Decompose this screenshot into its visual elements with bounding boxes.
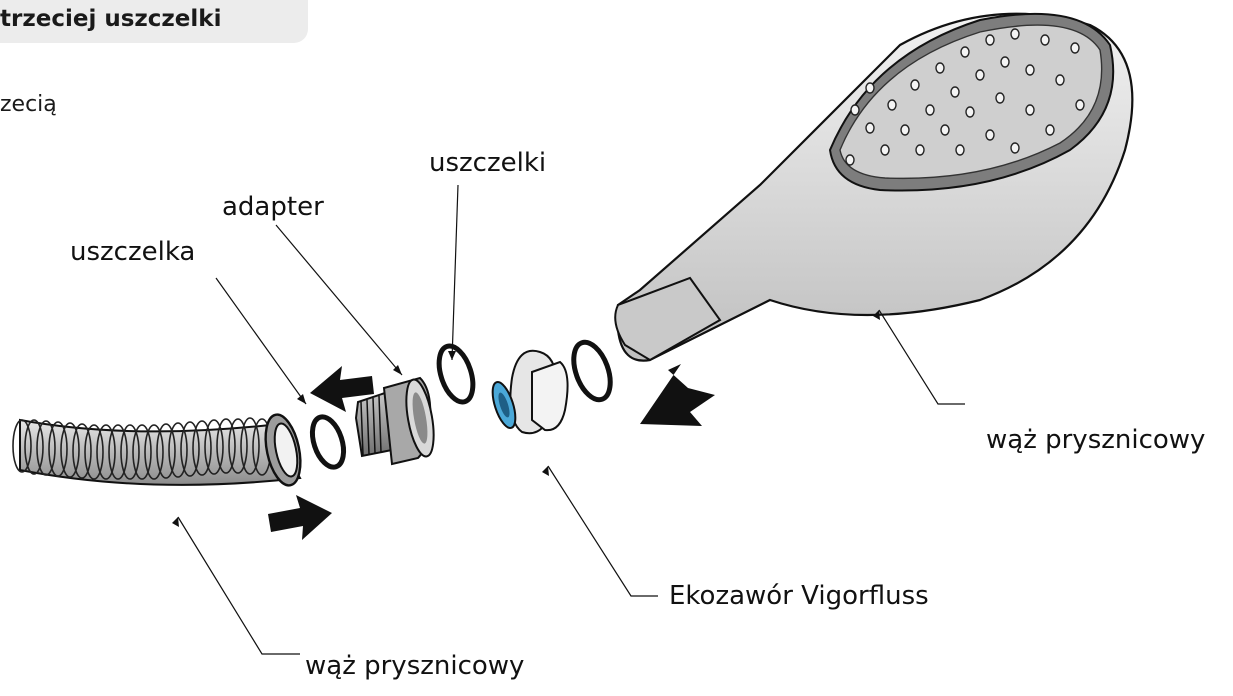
leader-seals — [452, 185, 458, 360]
seal-ring-middle — [433, 342, 479, 406]
leader-hose-bottom — [178, 517, 300, 654]
label-seal-single: uszczelka — [70, 237, 195, 267]
leader-hose-right — [879, 310, 965, 404]
label-hose-right: wąż prysznicowy — [986, 425, 1205, 455]
leader-seal-single — [216, 278, 306, 404]
shower-head — [615, 14, 1132, 361]
label-hose-bottom: wąż prysznicowy — [305, 651, 524, 681]
eco-valve — [488, 351, 568, 433]
seal-ring-left — [307, 413, 350, 471]
arrow-right-outbound — [268, 495, 332, 540]
seal-ring-right — [567, 337, 618, 404]
leader-valve — [548, 466, 658, 596]
corrugated-hose — [13, 411, 306, 488]
label-seals: uszczelki — [429, 148, 546, 178]
arrow-right-inbound — [640, 364, 715, 426]
label-adapter: adapter — [222, 192, 324, 222]
label-eco-valve: Ekozawór Vigorfluss — [669, 581, 929, 611]
leader-adapter — [276, 225, 402, 375]
